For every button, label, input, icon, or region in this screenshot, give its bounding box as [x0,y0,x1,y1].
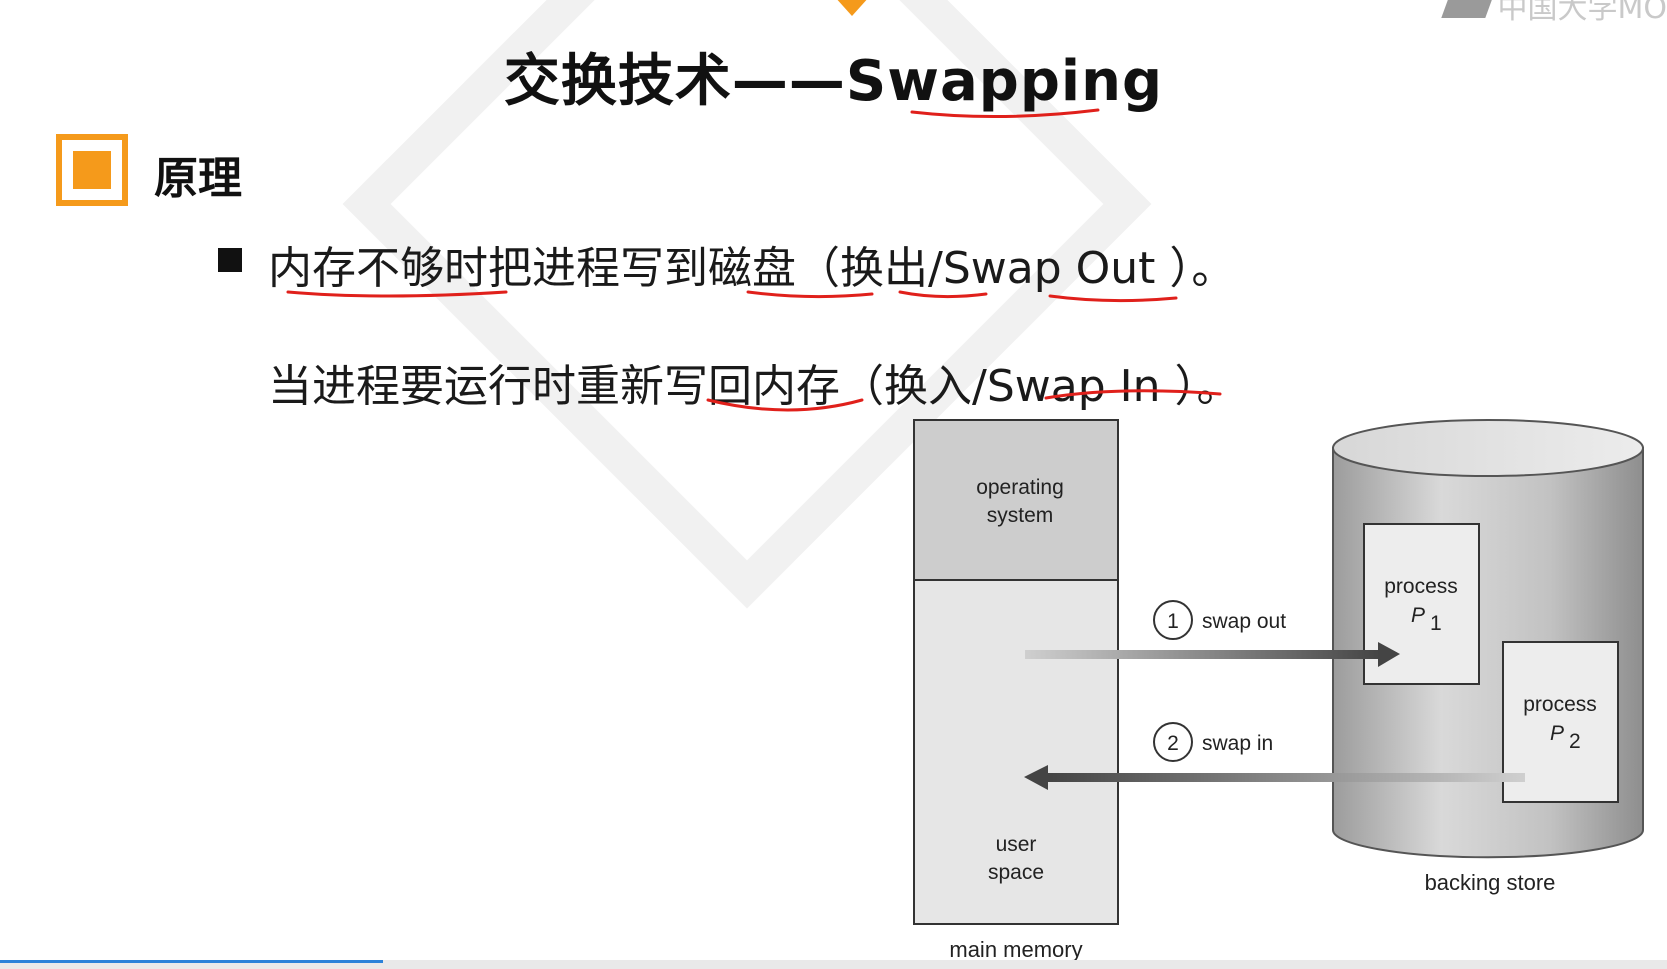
underline-memory-insufficient [286,290,508,298]
underline-swap-out-cn [898,290,988,299]
process-p1-subscript: 1 [1430,612,1442,635]
user-space-label-line1: user [996,833,1037,856]
step1-circle [1153,600,1193,640]
swap-in-label: swap in [1202,732,1273,755]
content-line-1: 内存不够时把进程写到磁盘（换出/Swap Out ）。 [268,243,1236,294]
process-p1-name: P [1411,604,1425,627]
underline-swap-out-en [1048,294,1178,303]
title-underline [910,108,1100,119]
os-label-line2: system [987,504,1054,527]
step2-circle [1153,722,1193,762]
main-memory-label: main memory [949,937,1082,962]
process-p1-label: process [1384,575,1458,598]
user-space-region [913,579,1119,925]
backing-store-label: backing store [1425,870,1556,895]
process-p2-name: P [1550,722,1564,745]
step1-number: 1 [1167,610,1179,633]
underline-disk [746,290,874,299]
process-p2-label: process [1523,693,1597,716]
step2-number: 2 [1167,732,1179,755]
swap-out-arrowhead [1378,642,1400,667]
section-title: 原理 [154,153,242,204]
underline-write-back [706,398,864,412]
swap-out-arrow-shaft [1025,650,1381,659]
video-progress-bar[interactable] [0,960,1667,969]
content-line-2: 当进程要运行时重新写回内存（换入/Swap In ）。 [268,361,1241,412]
user-space-label-line2: space [988,861,1044,884]
os-label-line1: operating [976,476,1064,499]
underline-swap-in [1044,389,1222,400]
top-marker-icon [834,0,870,16]
os-region [913,419,1119,581]
backing-store-top [1332,419,1644,477]
section-square-icon [56,134,128,206]
watermark: 中国大学MO [1440,0,1667,26]
process-p2-subscript: 2 [1569,730,1581,753]
watermark-text: 中国大学MO [1497,0,1667,26]
slide-title: 交换技术——Swapping [503,49,1164,114]
video-progress-fill [0,960,384,963]
swap-in-arrowhead [1024,765,1048,790]
swap-out-label: swap out [1202,610,1286,633]
swap-in-arrow-shaft [1048,773,1525,782]
bullet-square-icon [218,248,242,272]
